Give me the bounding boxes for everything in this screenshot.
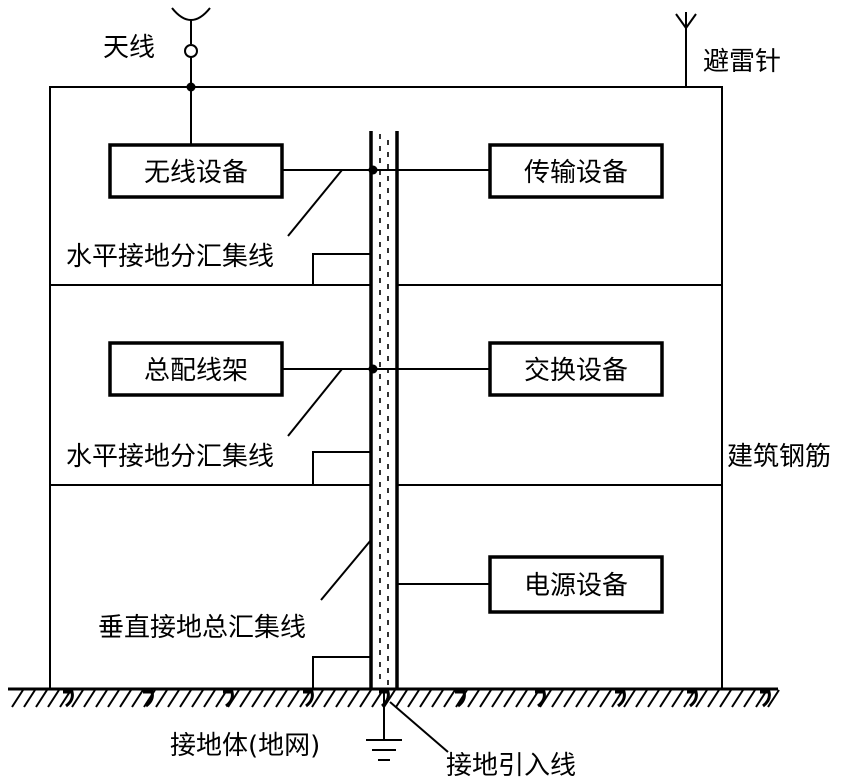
hatch-line bbox=[23, 689, 36, 708]
hatch-line bbox=[731, 689, 744, 708]
switching-equipment-box bbox=[488, 341, 664, 397]
hatch-line bbox=[431, 689, 444, 708]
vertical-bus-bar bbox=[369, 131, 399, 689]
wireless-equipment-box bbox=[108, 143, 284, 199]
hatch-line bbox=[335, 689, 348, 708]
earth-root-mark bbox=[143, 690, 154, 708]
power-equipment-label: 电源设备 bbox=[524, 571, 628, 601]
horizontal-bus-1-label: 水平接地分汇集线 bbox=[66, 242, 274, 272]
vertical-bus-label: 垂直接地总汇集线 bbox=[98, 613, 306, 643]
hatch-line bbox=[11, 689, 24, 708]
hatch-line bbox=[347, 689, 360, 708]
hatch-line bbox=[419, 689, 432, 708]
hatch-line bbox=[251, 689, 264, 708]
hatch-line bbox=[131, 689, 144, 708]
hatch-line bbox=[575, 689, 588, 708]
earth-root-mark bbox=[303, 690, 314, 708]
hatch-line bbox=[155, 689, 168, 708]
floor2-ground-link bbox=[312, 451, 371, 485]
antenna-icon bbox=[171, 7, 211, 145]
floor2-junction bbox=[368, 364, 378, 374]
hatch-line bbox=[287, 689, 300, 708]
hatch-line bbox=[407, 689, 420, 708]
hatch-line bbox=[467, 689, 480, 708]
ground-symbol-icon bbox=[366, 739, 402, 761]
hatch-line bbox=[671, 689, 684, 708]
ground-hatch bbox=[11, 689, 780, 708]
hatch-line bbox=[479, 689, 492, 708]
hatch-line bbox=[647, 689, 660, 708]
earth-root-mark bbox=[687, 690, 698, 708]
switching-equipment-label: 交换设备 bbox=[524, 356, 628, 386]
hatch-line bbox=[707, 689, 720, 708]
hatch-line bbox=[119, 689, 132, 708]
vertical-bus-leader bbox=[320, 539, 372, 601]
power-equipment-box bbox=[488, 555, 664, 614]
hatch-line bbox=[71, 689, 84, 708]
floor3-ground-link bbox=[312, 656, 371, 689]
earth-lead-leader bbox=[389, 701, 449, 753]
hatch-line bbox=[443, 689, 456, 708]
hatch-line bbox=[35, 689, 48, 708]
hatch-line bbox=[623, 689, 636, 708]
horizontal-bus-2-label: 水平接地分汇集线 bbox=[66, 442, 274, 472]
hatch-line bbox=[695, 689, 708, 708]
hatch-line bbox=[395, 689, 408, 708]
earth-root-mark bbox=[615, 690, 626, 708]
lightning-rod-label: 避雷针 bbox=[703, 47, 781, 77]
hatch-line bbox=[263, 689, 276, 708]
hatch-line bbox=[719, 689, 732, 708]
transmission-equipment-label: 传输设备 bbox=[524, 158, 628, 188]
hatch-line bbox=[239, 689, 252, 708]
hatch-line bbox=[83, 689, 96, 708]
hatch-line bbox=[323, 689, 336, 708]
building-rebar-label: 建筑钢筋 bbox=[727, 442, 831, 472]
floor2-leader bbox=[287, 368, 343, 437]
hatch-line bbox=[551, 689, 564, 708]
earth-root-mark bbox=[455, 690, 466, 708]
hatch-line bbox=[359, 689, 372, 708]
hatch-line bbox=[47, 689, 60, 708]
earth-lead-label: 接地引入线 bbox=[446, 751, 576, 781]
hatch-line bbox=[95, 689, 108, 708]
lightning-rod-icon bbox=[675, 12, 697, 87]
floor1-leader bbox=[287, 169, 343, 237]
antenna-label: 天线 bbox=[103, 33, 155, 63]
hatch-line bbox=[563, 689, 576, 708]
earth-electrode-label: 接地体(地网) bbox=[170, 731, 320, 761]
hatch-line bbox=[203, 689, 216, 708]
hatch-line bbox=[275, 689, 288, 708]
earth-root-mark bbox=[535, 690, 546, 708]
hatch-line bbox=[599, 689, 612, 708]
hatch-line bbox=[311, 689, 324, 708]
earth-root-mark bbox=[223, 690, 234, 708]
earth-root-mark bbox=[760, 690, 771, 708]
hatch-line bbox=[767, 689, 780, 708]
hatch-line bbox=[491, 689, 504, 708]
hatch-line bbox=[743, 689, 756, 708]
hatch-line bbox=[587, 689, 600, 708]
earth-root-mark bbox=[63, 690, 74, 708]
floor1-junction bbox=[368, 165, 378, 175]
hatch-line bbox=[659, 689, 672, 708]
hatch-line bbox=[167, 689, 180, 708]
hatch-line bbox=[191, 689, 204, 708]
hatch-line bbox=[635, 689, 648, 708]
hatch-line bbox=[107, 689, 120, 708]
distribution-frame-box bbox=[108, 341, 284, 397]
hatch-line bbox=[179, 689, 192, 708]
wireless-equipment-label: 无线设备 bbox=[144, 158, 248, 188]
floor1-ground-link bbox=[312, 253, 371, 285]
distribution-frame-label: 总配线架 bbox=[144, 356, 248, 386]
hatch-line bbox=[515, 689, 528, 708]
hatch-line bbox=[503, 689, 516, 708]
